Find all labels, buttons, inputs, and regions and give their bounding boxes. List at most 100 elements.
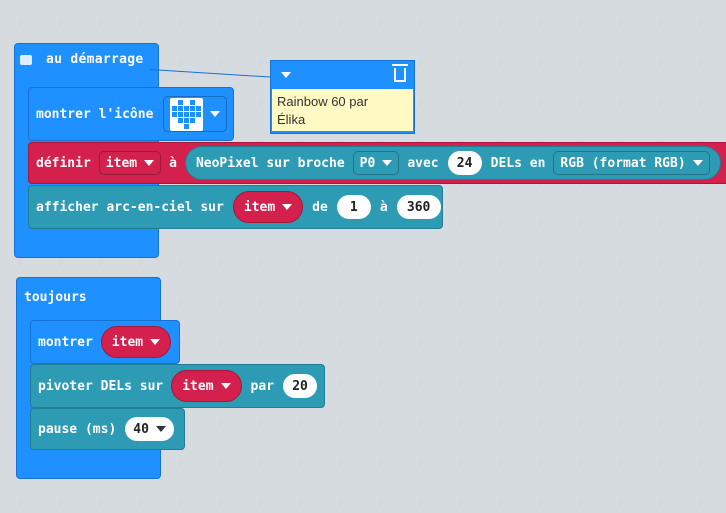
grid-plus: + <box>216 295 227 309</box>
grid-plus: + <box>536 215 547 229</box>
grid-plus: + <box>696 15 707 29</box>
grid-plus: + <box>576 415 587 429</box>
format-value: RGB (format RGB) <box>560 155 686 171</box>
comment-text-area[interactable]: Rainbow 60 par Élika <box>272 89 413 131</box>
grid-plus: + <box>416 55 427 69</box>
grid-plus: + <box>296 255 307 269</box>
grid-plus: + <box>296 455 307 469</box>
grid-plus: + <box>336 255 347 269</box>
grid-plus: + <box>416 455 427 469</box>
led-count-input[interactable]: 24 <box>447 151 482 175</box>
grid-plus: + <box>616 375 627 389</box>
variable-dropdown[interactable]: item <box>98 151 162 175</box>
set-label: définir <box>36 155 91 171</box>
chevron-down-icon <box>220 383 231 389</box>
grid-plus: + <box>416 95 427 109</box>
grid-plus: + <box>536 455 547 469</box>
grid-plus: + <box>576 335 587 349</box>
pin-dropdown[interactable]: P0 <box>352 151 400 175</box>
grid-plus: + <box>576 375 587 389</box>
grid-plus: + <box>136 255 147 269</box>
grid-plus: + <box>176 255 187 269</box>
pause-duration-dropdown[interactable]: 40 <box>125 417 174 441</box>
grid-plus: + <box>256 55 267 69</box>
start-hue-input[interactable]: 1 <box>336 195 371 219</box>
grid-plus: + <box>536 295 547 309</box>
grid-plus: + <box>456 215 467 229</box>
grid-plus: + <box>696 295 707 309</box>
grid-plus: + <box>576 255 587 269</box>
grid-plus: + <box>456 495 467 509</box>
rotate-variable[interactable]: item <box>171 370 242 402</box>
show-icon-label: montrer l'icône <box>36 106 154 122</box>
heart-icon <box>170 97 204 131</box>
pause-block[interactable]: pause (ms) 40 <box>30 408 185 450</box>
chevron-down-icon <box>382 160 393 166</box>
show-variable[interactable]: item <box>100 326 172 358</box>
grid-plus: + <box>456 335 467 349</box>
grid-plus: + <box>416 375 427 389</box>
grid-plus: + <box>656 215 667 229</box>
grid-plus: + <box>376 495 387 509</box>
grid-plus: + <box>176 295 187 309</box>
chevron-down-icon <box>210 111 221 117</box>
grid-plus: + <box>536 415 547 429</box>
show-rainbow-block[interactable]: afficher arc-en-ciel sur item de 1 à 360 <box>28 185 443 229</box>
on-start-label: au démarrage <box>46 52 144 67</box>
grid-plus: + <box>376 415 387 429</box>
grid-plus: + <box>256 495 267 509</box>
grid-plus: + <box>696 455 707 469</box>
trash-icon[interactable] <box>392 64 408 82</box>
by-label: par <box>250 378 275 394</box>
rainbow-variable[interactable]: item <box>232 191 304 223</box>
grid-plus: + <box>96 495 107 509</box>
leds-in-label: DELs en <box>490 155 546 171</box>
grid-plus: + <box>216 255 227 269</box>
grid-plus: + <box>416 495 427 509</box>
grid-plus: + <box>376 295 387 309</box>
grid-plus: + <box>416 415 427 429</box>
grid-plus: + <box>616 255 627 269</box>
grid-plus: + <box>416 255 427 269</box>
grid-plus: + <box>616 455 627 469</box>
comment-connector <box>149 69 274 78</box>
pause-label: pause (ms) <box>38 421 117 437</box>
set-variable-block[interactable]: définir item à NeoPixel sur broche P0 av… <box>28 142 726 184</box>
grid-plus: + <box>416 295 427 309</box>
grid-plus: + <box>456 415 467 429</box>
rotate-amount-input[interactable]: 20 <box>283 374 318 398</box>
icon-picker[interactable] <box>163 96 228 132</box>
format-dropdown[interactable]: RGB (format RGB) <box>553 151 710 175</box>
grid-plus: + <box>656 415 667 429</box>
grid-plus: + <box>696 495 707 509</box>
neopixel-create-block[interactable]: NeoPixel sur broche P0 avec 24 DELs en R… <box>184 146 721 180</box>
grid-plus: + <box>456 55 467 69</box>
show-number-block[interactable]: montrer item <box>30 320 180 364</box>
grid-plus: + <box>376 335 387 349</box>
end-hue-input[interactable]: 360 <box>396 195 441 219</box>
grid-plus: + <box>456 375 467 389</box>
comment-bubble[interactable]: Rainbow 60 par Élika <box>270 60 415 134</box>
grid-plus: + <box>616 15 627 29</box>
grid-plus: + <box>216 55 227 69</box>
comment-icon[interactable] <box>20 54 32 65</box>
chevron-down-icon <box>155 426 166 432</box>
chevron-down-icon[interactable] <box>281 72 291 78</box>
grid-plus: + <box>416 335 427 349</box>
grid-plus: + <box>696 215 707 229</box>
grid-plus: + <box>56 495 67 509</box>
grid-plus: + <box>536 255 547 269</box>
grid-plus: + <box>216 15 227 29</box>
grid-plus: + <box>656 335 667 349</box>
grid-plus: + <box>296 15 307 29</box>
grid-plus: + <box>656 15 667 29</box>
grid-plus: + <box>496 55 507 69</box>
grid-plus: + <box>576 95 587 109</box>
grid-plus: + <box>456 295 467 309</box>
grid-plus: + <box>216 495 227 509</box>
grid-plus: + <box>56 15 67 29</box>
grid-plus: + <box>696 335 707 349</box>
show-icon-block[interactable]: montrer l'icône <box>28 87 234 141</box>
rotate-leds-block[interactable]: pivoter DELs sur item par 20 <box>30 364 325 408</box>
grid-plus: + <box>696 255 707 269</box>
